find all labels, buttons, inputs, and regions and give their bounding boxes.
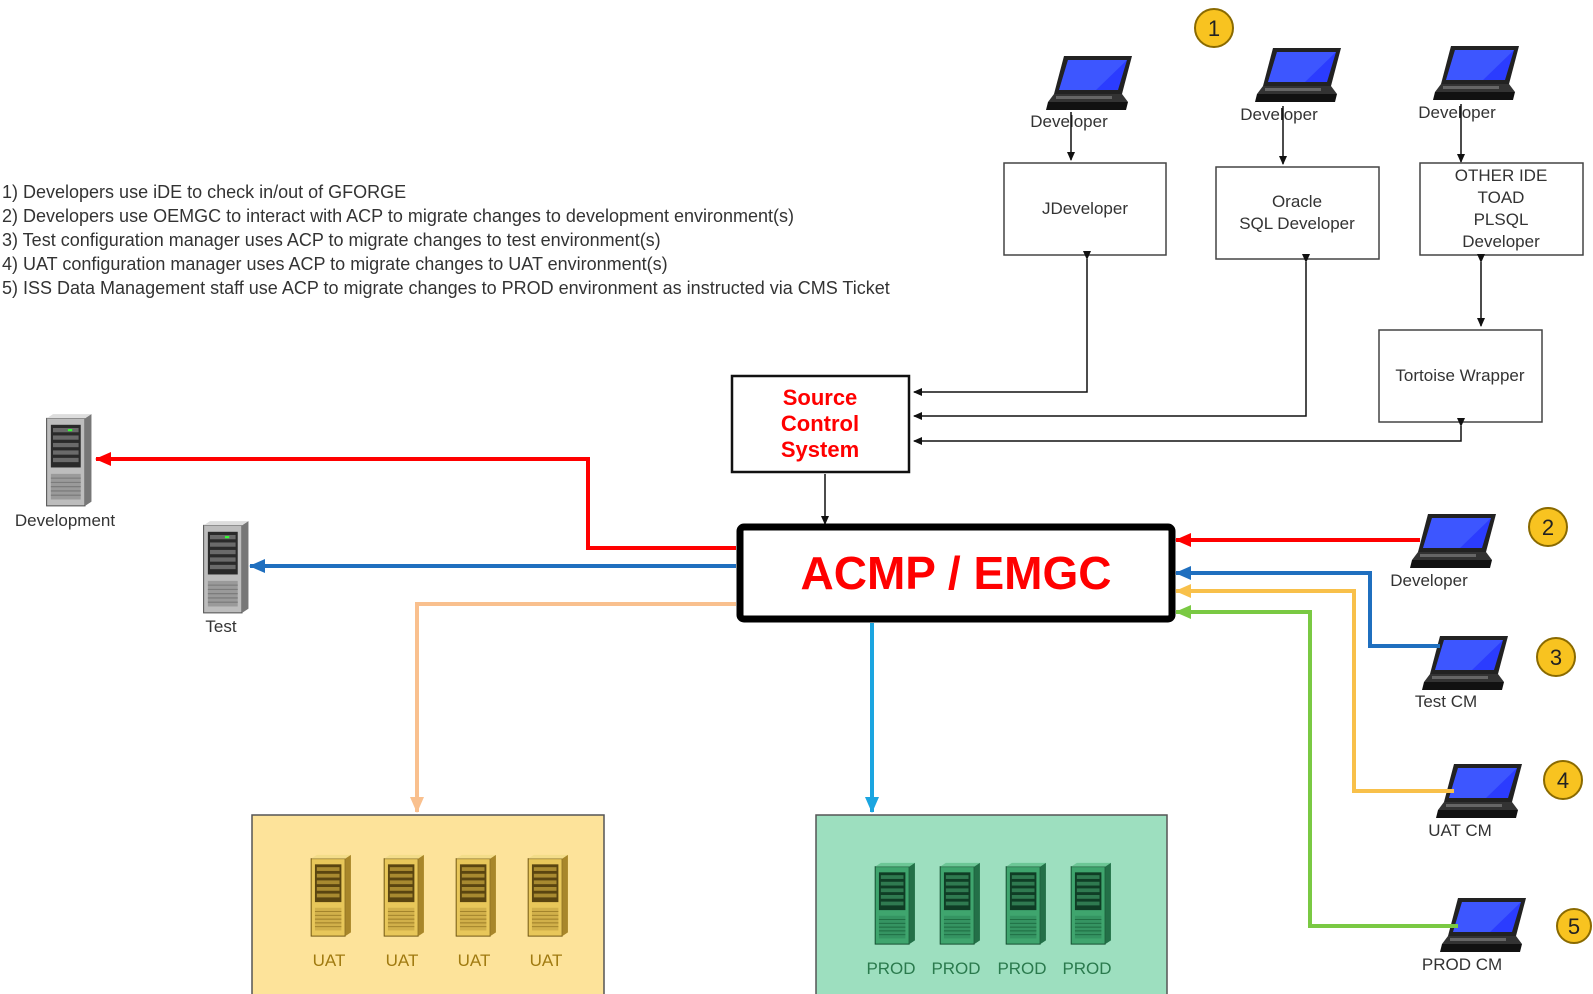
prod-server-icon [1005, 862, 1047, 945]
prod-server-icon [1070, 862, 1112, 945]
developer-label-3: Developer [1418, 103, 1496, 122]
development-server-icon [46, 413, 92, 507]
svg-text:Oracle: Oracle [1272, 192, 1322, 211]
note-4: 4) UAT configuration manager uses ACP to… [2, 254, 668, 274]
svg-text:5: 5 [1568, 914, 1580, 939]
flow-prod-cm-to-acmp [1175, 605, 1458, 928]
arrow-jdeveloper-source-control [913, 251, 1091, 396]
right-user-uat-cm: UAT CM [1428, 821, 1492, 840]
laptop-icon [1046, 56, 1132, 110]
laptop-icon [1433, 46, 1519, 100]
uat-server-icon [527, 854, 569, 937]
svg-text:1: 1 [1208, 16, 1220, 41]
note-3: 3) Test configuration manager uses ACP t… [2, 230, 661, 250]
acmp-emgc-box: ACMP / EMGC [736, 523, 1176, 623]
prod-server-label: PROD [931, 959, 980, 978]
developer-label-2: Developer [1240, 105, 1318, 124]
prod-server-label: PROD [1062, 959, 1111, 978]
svg-text:SQL Developer: SQL Developer [1239, 214, 1355, 233]
prod-server-label: PROD [866, 959, 915, 978]
right-user-developer: Developer [1390, 571, 1468, 590]
uat-server-label: UAT [530, 951, 563, 970]
svg-text:Control: Control [781, 411, 859, 436]
svg-text:JDeveloper: JDeveloper [1042, 199, 1128, 218]
instruction-notes: 1) Developers use iDE to check in/out of… [2, 182, 890, 298]
source-control-system-box: Source Control System [730, 374, 911, 474]
uat-server-icon [383, 854, 425, 937]
svg-text:OTHER IDE: OTHER IDE [1455, 166, 1548, 185]
step-badge-1: 1 [1194, 8, 1234, 48]
svg-text:ACMP / EMGC: ACMP / EMGC [801, 547, 1112, 599]
jdeveloper-box: JDeveloper [1003, 162, 1167, 256]
arrow-oracle-source-control [913, 254, 1310, 420]
svg-text:Developer: Developer [1462, 232, 1540, 251]
prod-server-icon [939, 862, 981, 945]
flow-test-cm-to-acmp [1175, 566, 1440, 648]
step-badge-4: 4 [1543, 760, 1583, 800]
tortoise-wrapper-box: Tortoise Wrapper [1378, 329, 1543, 423]
svg-text:System: System [781, 437, 859, 462]
uat-server-label: UAT [386, 951, 419, 970]
uat-server-label: UAT [313, 951, 346, 970]
svg-text:Source: Source [783, 385, 858, 410]
arrow-tortoise-source-control [913, 418, 1465, 445]
step-badge-2: 2 [1528, 507, 1568, 547]
flow-to-uat [410, 602, 736, 813]
svg-text:PLSQL: PLSQL [1474, 210, 1529, 229]
svg-text:4: 4 [1557, 768, 1569, 793]
step-badge-3: 3 [1536, 637, 1576, 677]
oracle-sql-developer-box: Oracle SQL Developer [1215, 166, 1380, 260]
svg-text:Tortoise Wrapper: Tortoise Wrapper [1395, 366, 1524, 385]
uat-server-icon [455, 854, 497, 937]
svg-text:2: 2 [1542, 515, 1554, 540]
prod-server-label: PROD [997, 959, 1046, 978]
svg-text:TOAD: TOAD [1478, 188, 1525, 207]
uat-server-label: UAT [458, 951, 491, 970]
laptop-icon [1255, 48, 1341, 102]
laptop-icon [1410, 514, 1496, 568]
step-badge-5: 5 [1556, 908, 1592, 944]
test-label: Test [205, 617, 236, 636]
note-2: 2) Developers use OEMGC to interact with… [2, 206, 794, 226]
test-server-icon [203, 520, 249, 614]
note-1: 1) Developers use iDE to check in/out of… [2, 182, 406, 202]
uat-server-icon [310, 854, 352, 937]
flow-to-development [95, 452, 736, 550]
right-user-test-cm: Test CM [1415, 692, 1477, 711]
right-user-prod-cm: PROD CM [1422, 955, 1502, 974]
note-5: 5) ISS Data Management staff use ACP to … [2, 278, 890, 298]
developer-label-1: Developer [1030, 112, 1108, 131]
flow-uat-cm-to-acmp [1175, 584, 1454, 793]
prod-server-icon [874, 862, 916, 945]
other-ide-box: OTHER IDE TOAD PLSQL Developer [1419, 162, 1584, 256]
svg-text:3: 3 [1550, 645, 1562, 670]
development-label: Development [15, 511, 115, 530]
